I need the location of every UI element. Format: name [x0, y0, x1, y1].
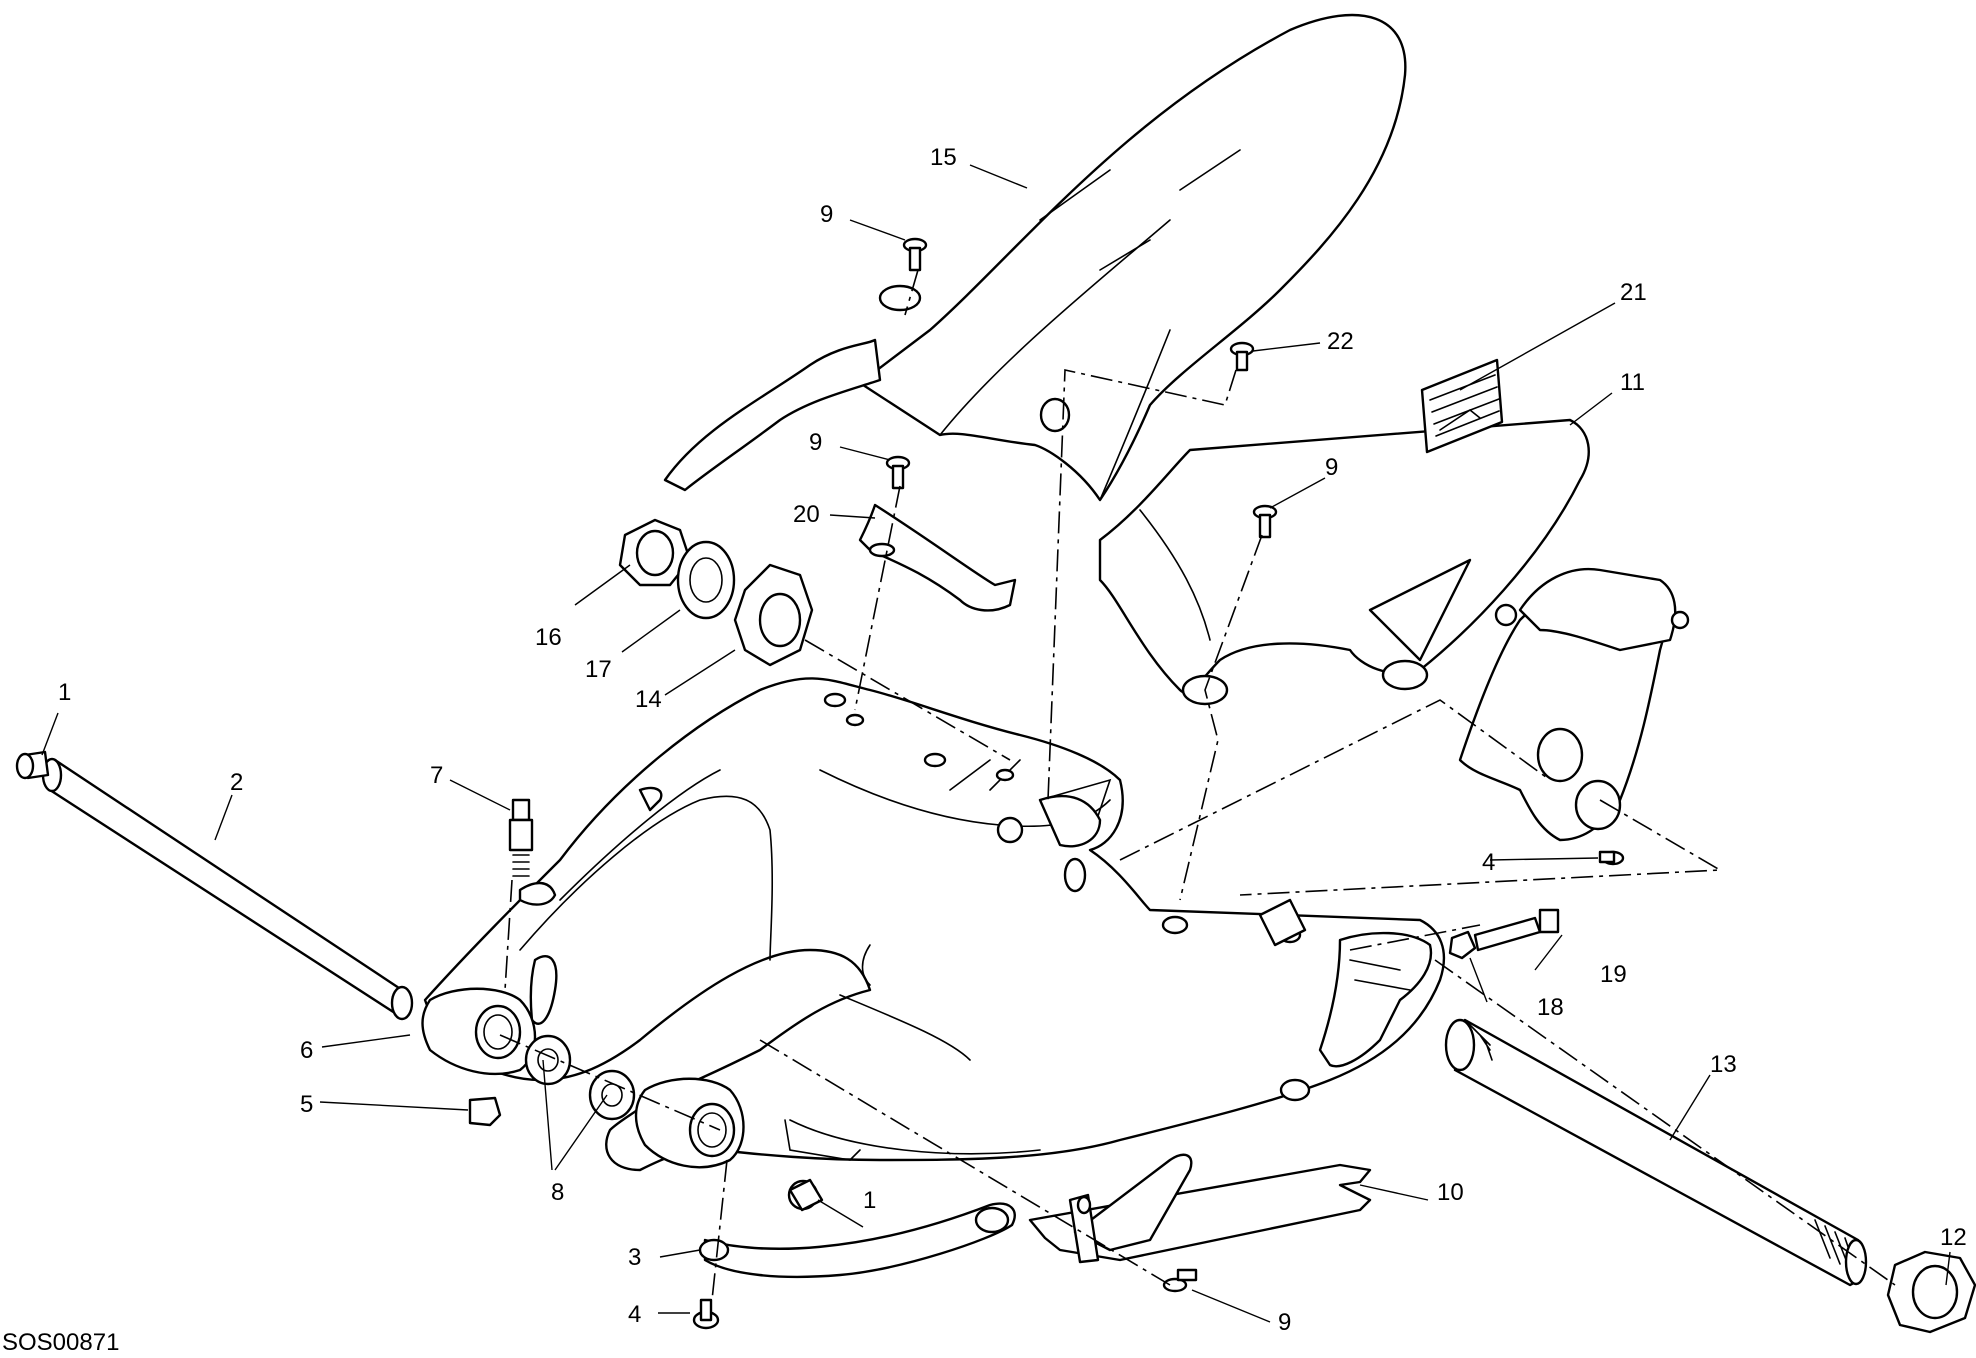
callout-9-right: 9	[1325, 454, 1338, 481]
callout-11: 11	[1620, 369, 1645, 396]
callout-4-bottom: 4	[628, 1301, 641, 1328]
axle-nut	[1886, 1250, 1976, 1334]
callout-10: 10	[1437, 1179, 1464, 1206]
callout-7: 7	[430, 762, 443, 789]
lower-chain-guard	[1028, 1153, 1372, 1264]
callout-17: 17	[585, 656, 612, 683]
callout-9-top: 9	[820, 201, 833, 228]
callout-14: 14	[635, 686, 662, 713]
rear-axle	[1444, 1018, 1868, 1287]
nut-18	[1448, 930, 1477, 960]
assembly-lines	[499, 269, 1896, 1301]
screws	[692, 237, 1625, 1330]
bush	[15, 750, 824, 1212]
callout-12: 12	[1940, 1224, 1967, 1251]
callout-16: 16	[535, 624, 562, 651]
swingarm	[423, 677, 1446, 1172]
washer-17	[676, 540, 736, 620]
nut-16	[618, 518, 692, 587]
callout-5: 5	[300, 1091, 313, 1118]
callout-18: 18	[1537, 994, 1564, 1021]
callout-9-bottom: 9	[1278, 1309, 1291, 1336]
callout-4-right: 4	[1482, 849, 1495, 876]
swingarm-pivot-lug-left	[421, 987, 537, 1076]
swingarm-pivot-lug-right	[634, 1077, 745, 1169]
bracket	[858, 503, 1017, 612]
caliper-bracket	[1458, 567, 1690, 842]
callout-3: 3	[628, 1244, 641, 1271]
callout-1-top: 1	[58, 679, 71, 706]
chain-guard	[1098, 418, 1590, 706]
drawing-code: SOS00871	[2, 1329, 119, 1356]
callout-8: 8	[551, 1179, 564, 1206]
callout-22: 22	[1327, 328, 1354, 355]
eccentric-14	[733, 563, 814, 667]
adjuster-bolt-19	[1473, 908, 1560, 952]
callout-6: 6	[300, 1037, 313, 1064]
callout-21: 21	[1620, 279, 1647, 306]
leader-lines	[41, 164, 1951, 1323]
callout-2: 2	[230, 769, 243, 796]
callout-1-bottom: 1	[863, 1187, 876, 1214]
warning-decal	[1420, 358, 1504, 454]
pivot-shaft	[41, 757, 414, 1021]
chain-slider	[698, 1202, 1016, 1279]
callout-13: 13	[1710, 1051, 1737, 1078]
rear-mudguard	[663, 13, 1407, 502]
bolt-7	[508, 798, 534, 877]
callout-20: 20	[793, 501, 820, 528]
nut-5	[468, 1096, 502, 1127]
callout-9-mid: 9	[809, 429, 822, 456]
callout-15: 15	[930, 144, 957, 171]
washers	[524, 1034, 636, 1121]
callout-labels: 15 9 22 21 11 9 9 20 16 17 14 1 2 7 4 19…	[2, 144, 1967, 1356]
callout-19: 19	[1600, 961, 1627, 988]
